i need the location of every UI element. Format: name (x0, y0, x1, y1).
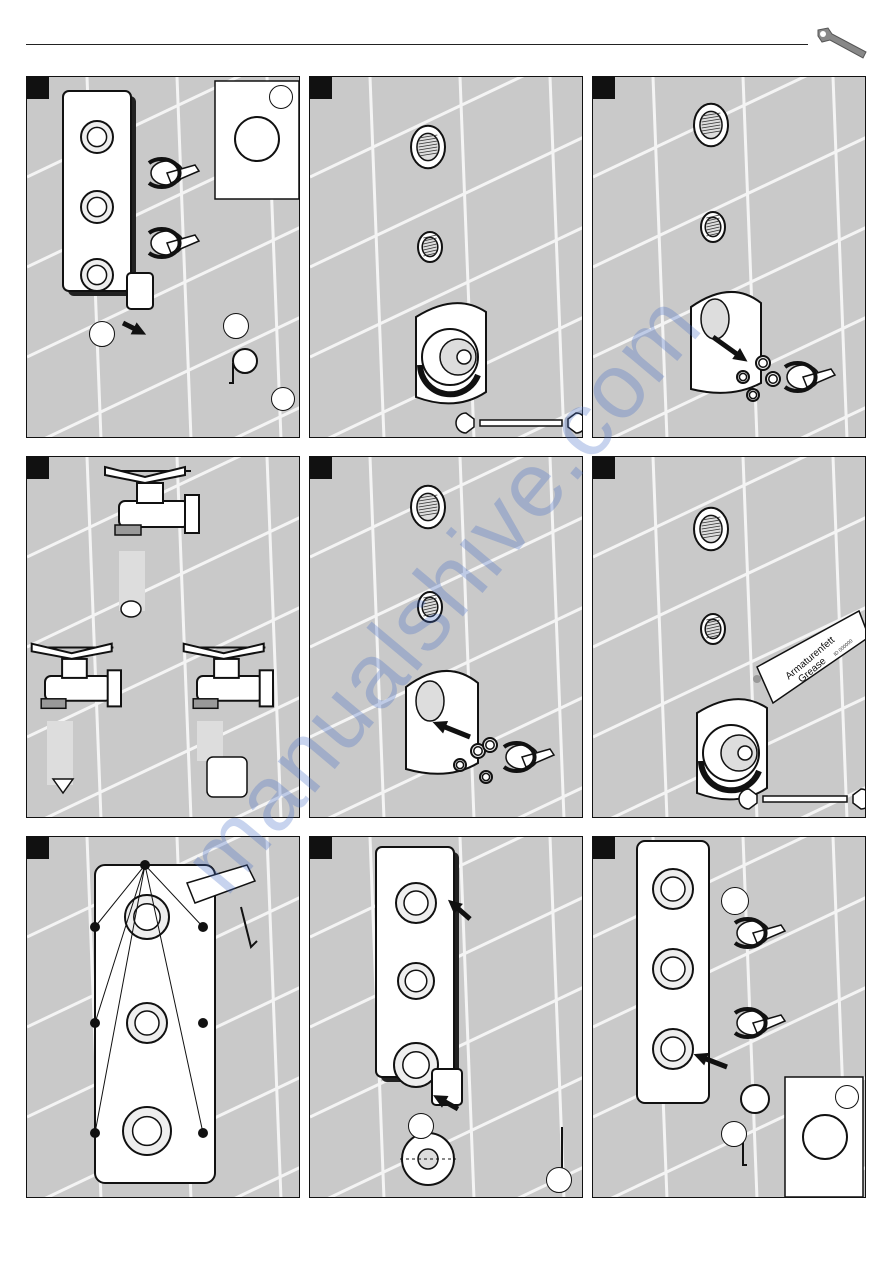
insert-check-valves-illustration (310, 457, 583, 818)
step-number-circle (721, 887, 749, 915)
step-panel-3 (592, 76, 866, 438)
step-marker (593, 837, 615, 859)
header-rule (26, 44, 808, 45)
seal-mounting-plate-illustration (27, 837, 300, 1198)
step-number-circle (408, 1113, 434, 1139)
flush-lines-with-faucet-illustration (27, 457, 300, 818)
step-panel-1 (26, 76, 300, 438)
step-number-circle (271, 387, 295, 411)
step-number-circle (269, 85, 293, 109)
step-marker (310, 837, 332, 859)
step-panel-4 (26, 456, 300, 818)
step-marker (27, 457, 49, 479)
step-marker (310, 77, 332, 99)
remove-handles-and-trim-illustration (27, 77, 300, 438)
wrench-icon (814, 24, 870, 60)
step-marker (593, 77, 615, 99)
step-panel-2 (309, 76, 583, 438)
step-marker (593, 457, 615, 479)
step-panel-5 (309, 456, 583, 818)
step-panel-7 (26, 836, 300, 1198)
grease-label-card: Armaturenfett Grease ID 000000 (756, 615, 864, 685)
step-number-circle (721, 1121, 747, 1147)
step-number-circle (223, 313, 249, 339)
step-number-circle (835, 1085, 859, 1109)
step-marker (27, 837, 49, 859)
step-marker (27, 77, 49, 99)
remove-check-valves-illustration (593, 77, 866, 438)
step-number-circle (89, 321, 115, 347)
step-panel-8 (309, 836, 583, 1198)
install-trim-plate-illustration (310, 837, 583, 1198)
step-marker (310, 457, 332, 479)
step-number-circle (546, 1167, 572, 1193)
step-panel-9 (592, 836, 866, 1198)
unscrew-cartridge-with-wrench-illustration (310, 77, 583, 438)
